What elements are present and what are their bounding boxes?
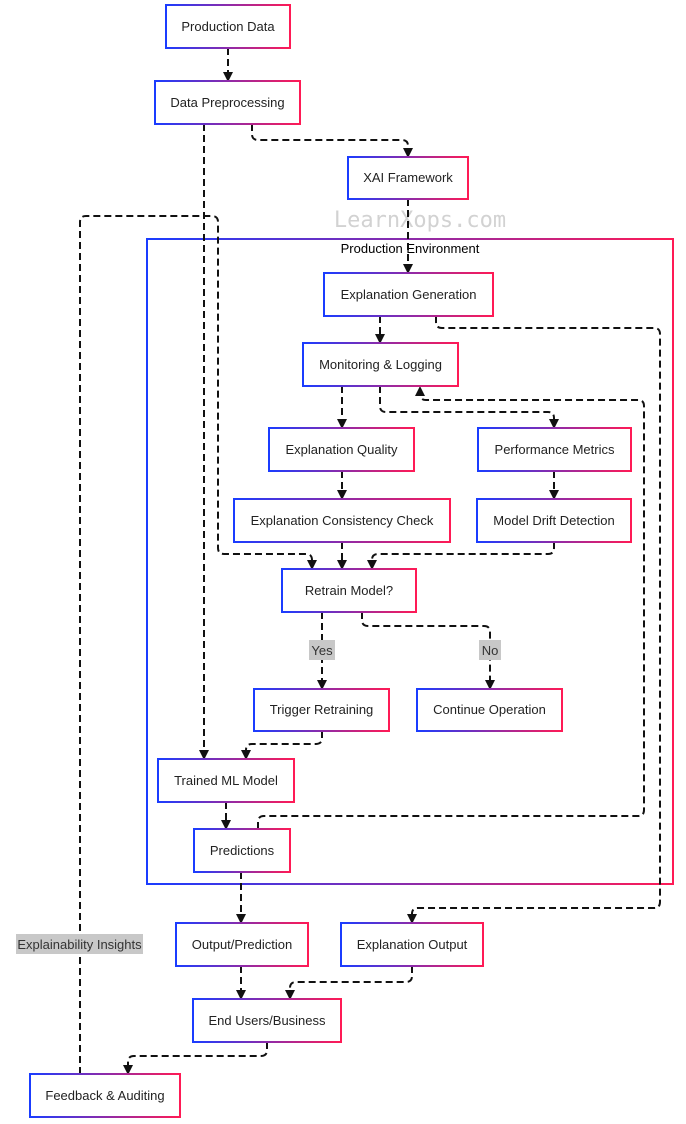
- node-xai-framework-label: XAI Framework: [363, 170, 453, 185]
- node-output-prediction: Output/Prediction: [175, 922, 309, 967]
- edge-explanation-output-to-end-users: [285, 966, 413, 1000]
- watermark: LearnXops.com: [334, 208, 506, 233]
- edge-monitoring-to-performance: [379, 386, 559, 429]
- yes-label: Yes: [311, 643, 333, 658]
- node-explanation-generation: Explanation Generation: [323, 272, 494, 317]
- node-xai-framework: XAI Framework: [347, 156, 469, 200]
- node-explanation-output: Explanation Output: [340, 922, 484, 967]
- no-label-bg: [479, 640, 501, 660]
- node-data-preprocessing: Data Preprocessing: [154, 80, 301, 125]
- node-explanation-quality-label: Explanation Quality: [285, 442, 398, 457]
- node-predictions-label: Predictions: [210, 843, 275, 858]
- node-monitoring-logging-label: Monitoring & Logging: [319, 357, 442, 372]
- node-continue-operation: Continue Operation: [416, 688, 563, 732]
- node-production-data: Production Data: [165, 4, 291, 49]
- node-explanation-generation-label: Explanation Generation: [341, 287, 477, 302]
- node-trigger-retraining: Trigger Retraining: [253, 688, 390, 732]
- node-feedback-auditing-label: Feedback & Auditing: [45, 1088, 164, 1103]
- no-label: No: [482, 643, 499, 658]
- edge-trigger-to-trained-model: [241, 731, 323, 760]
- nodes: Production Data Data Preprocessing XAI F…: [29, 4, 632, 1118]
- node-explanation-quality: Explanation Quality: [268, 427, 415, 472]
- node-performance-metrics-label: Performance Metrics: [495, 442, 615, 457]
- node-production-data-label: Production Data: [181, 19, 275, 34]
- node-data-preprocessing-label: Data Preprocessing: [170, 95, 284, 110]
- edge-labels: Yes No Explainability Insights: [16, 640, 501, 954]
- node-end-users: End Users/Business: [192, 998, 342, 1043]
- edges: [79, 48, 661, 1075]
- node-explanation-output-label: Explanation Output: [357, 937, 468, 952]
- node-end-users-label: End Users/Business: [208, 1013, 326, 1028]
- insights-label-bg: [16, 934, 143, 954]
- edge-preprocessing-to-xai: [251, 124, 413, 158]
- production-environment-title: Production Environment: [341, 241, 480, 256]
- node-trigger-retraining-label: Trigger Retraining: [270, 702, 374, 717]
- insights-label: Explainability Insights: [17, 937, 142, 952]
- node-monitoring-logging: Monitoring & Logging: [302, 342, 459, 387]
- node-retrain-model: Retrain Model?: [281, 568, 417, 613]
- node-retrain-model-label: Retrain Model?: [305, 583, 393, 598]
- node-model-drift-label: Model Drift Detection: [493, 513, 614, 528]
- edge-generation-to-explanation-output: [407, 316, 661, 924]
- node-output-prediction-label: Output/Prediction: [192, 937, 292, 952]
- node-performance-metrics: Performance Metrics: [477, 427, 632, 472]
- node-trained-ml-model-label: Trained ML Model: [174, 773, 278, 788]
- edge-drift-to-retrain: [367, 542, 555, 570]
- node-predictions: Predictions: [193, 828, 291, 873]
- node-explanation-consistency: Explanation Consistency Check: [233, 498, 451, 543]
- node-feedback-auditing: Feedback & Auditing: [29, 1073, 181, 1118]
- node-continue-operation-label: Continue Operation: [433, 702, 546, 717]
- node-trained-ml-model: Trained ML Model: [157, 758, 295, 803]
- edge-predictions-to-monitoring: [257, 386, 645, 829]
- yes-label-bg: [309, 640, 335, 660]
- edge-insights-to-retrain: [79, 215, 317, 1074]
- node-model-drift: Model Drift Detection: [476, 498, 632, 543]
- edge-end-users-to-feedback: [123, 1042, 268, 1075]
- node-explanation-consistency-label: Explanation Consistency Check: [251, 513, 434, 528]
